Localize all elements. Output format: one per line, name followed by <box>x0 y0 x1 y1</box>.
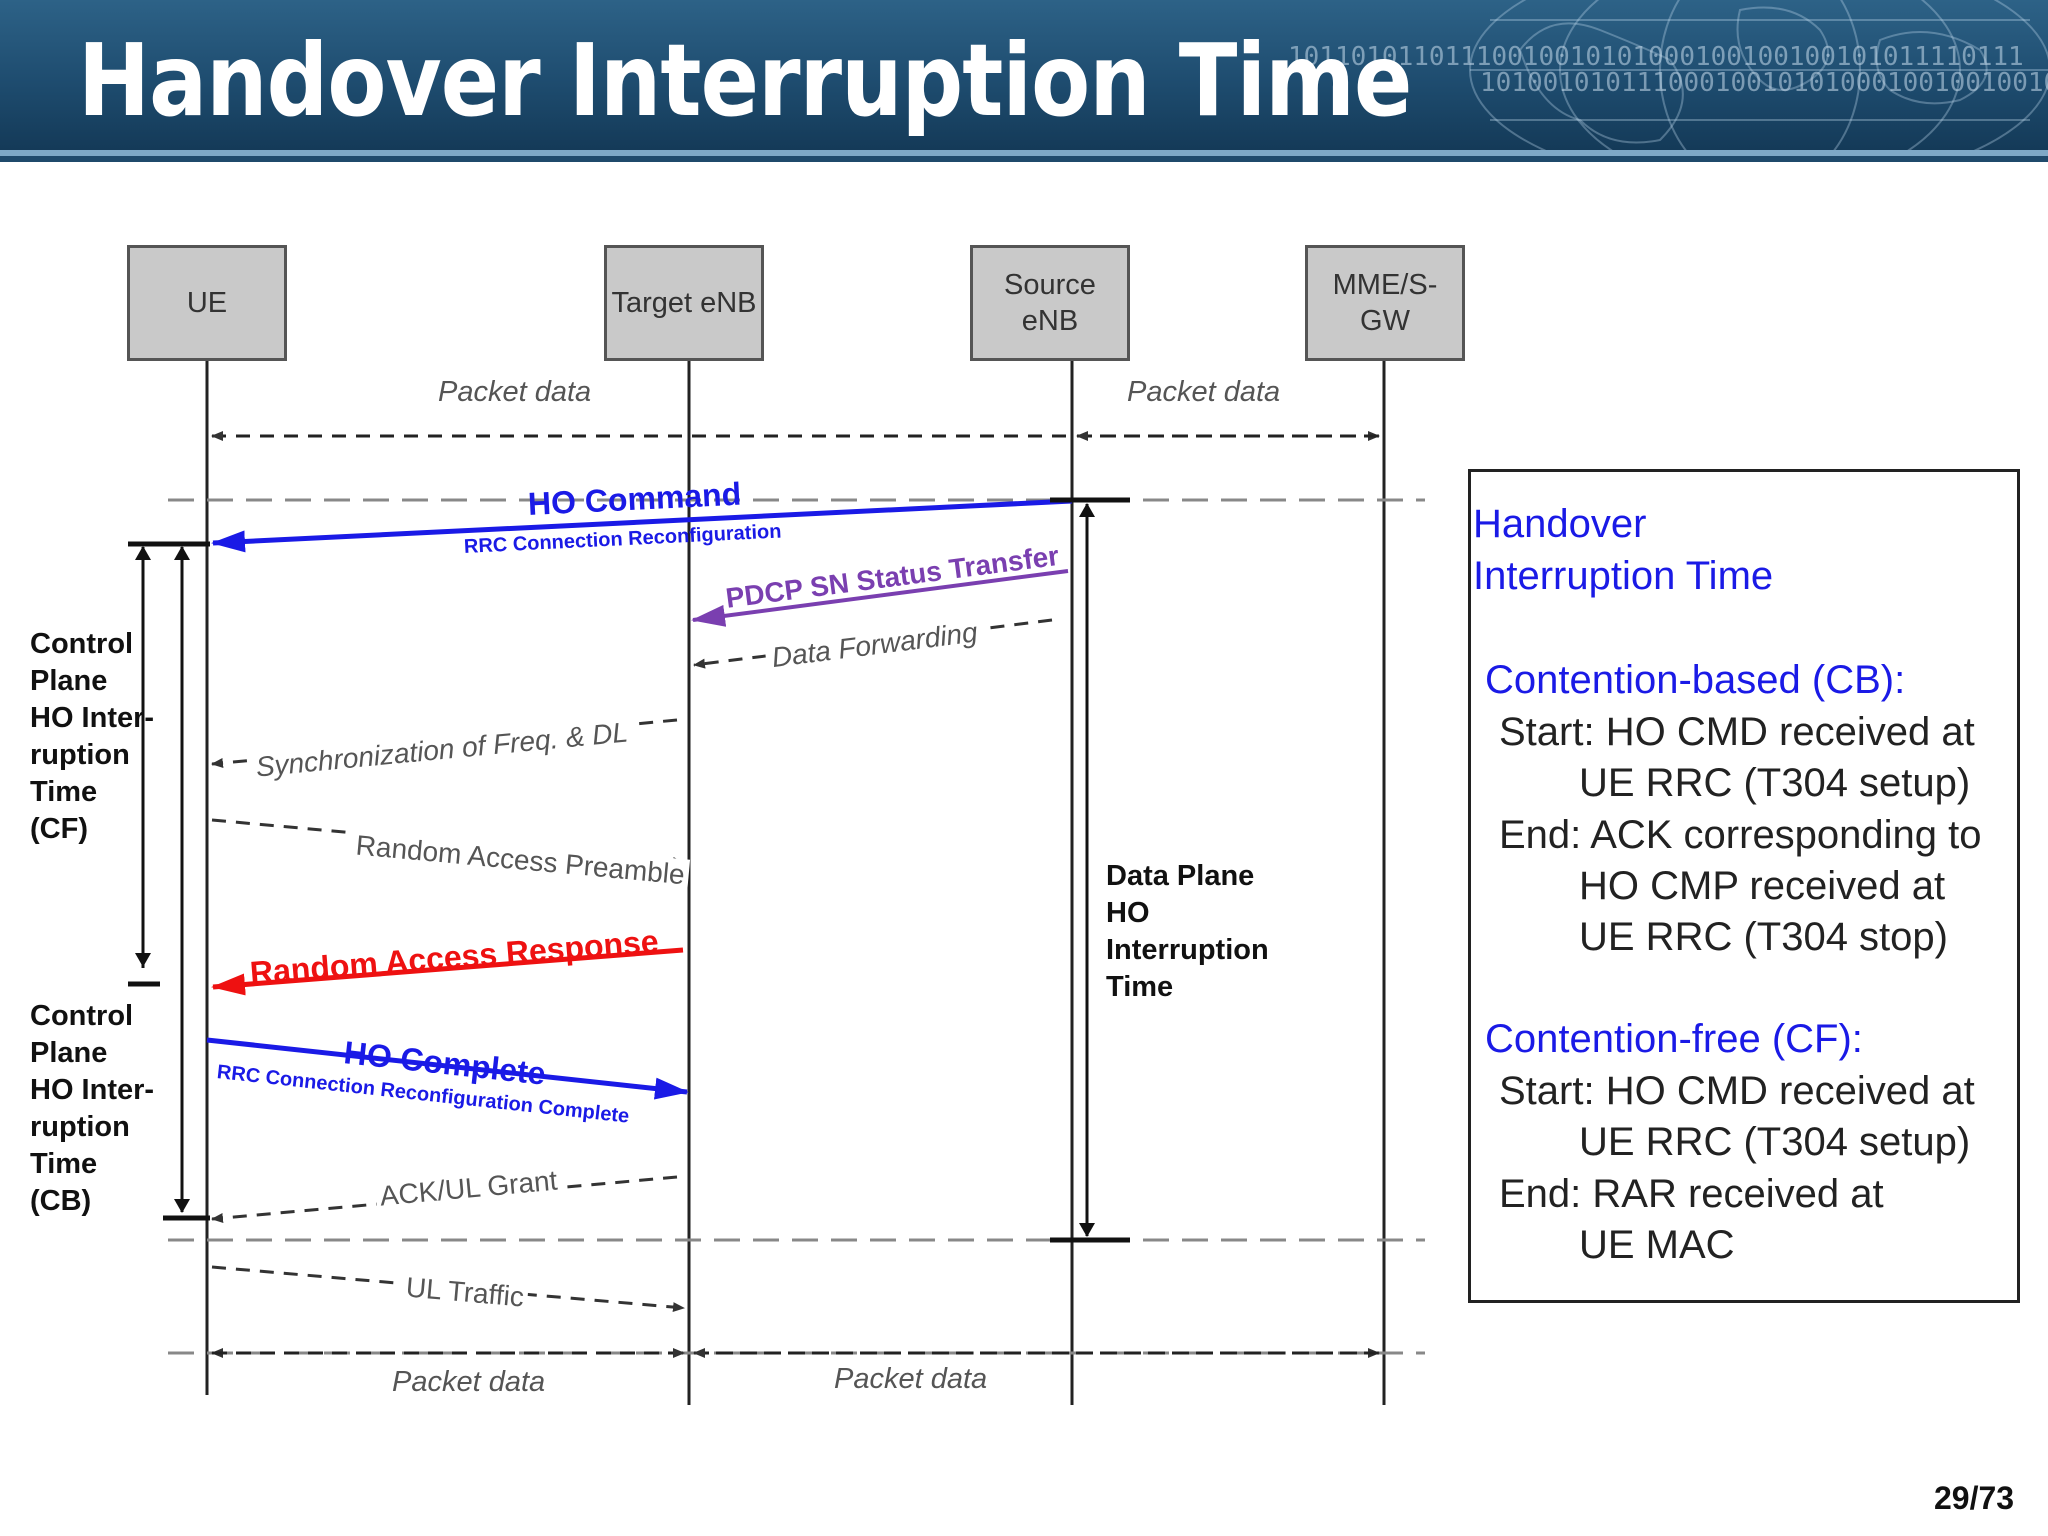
cb-heading: Contention-based (CB): <box>1485 658 1906 702</box>
info-title: Interruption Time <box>1473 554 1774 598</box>
header-divider <box>0 156 2048 162</box>
info-line: HO CMP received at <box>1579 864 1946 908</box>
info-box: Handover Interruption Time Contention-ba… <box>1468 469 2020 1303</box>
info-line: UE RRC (T304 setup) <box>1579 1120 1971 1164</box>
entity-source-enb: Source eNB <box>970 245 1130 361</box>
ul-traffic-arrow <box>211 1265 685 1313</box>
binary-decoration: 1011010110111001001010100010010010010101… <box>1288 42 2024 72</box>
info-line: End: ACK corresponding to <box>1499 813 1982 857</box>
ho-complete-arrow <box>206 1037 689 1100</box>
info-line: Start: HO CMD received at <box>1499 1069 1975 1113</box>
entity-mme-sgw: MME/S- GW <box>1305 245 1465 361</box>
cp-cb-label: Control Plane HO Inter- ruption Time (CB… <box>30 1000 155 1217</box>
entity-label: UE <box>186 287 228 319</box>
slide-header: 1011010110111001001010100010010010010101… <box>0 0 2048 150</box>
ack-grant-arrow <box>211 1175 678 1223</box>
binary-decoration: 101001010111000100101010001001001001010 <box>1480 68 2048 98</box>
page-number: 29/73 <box>1934 1480 2015 1516</box>
entity-label: MME/S- GW <box>1332 269 1438 337</box>
globe-map-decoration <box>1469 0 2048 150</box>
data-plane-label: Data Plane HO Interruption Time <box>1106 860 1269 1003</box>
packet-data-label: Packet data <box>438 376 592 408</box>
entity-label: Source eNB <box>1004 269 1096 337</box>
info-line: UE MAC <box>1579 1223 1735 1267</box>
entity-target-enb: Target eNB <box>604 245 764 361</box>
ho-command-arrow <box>211 498 1073 553</box>
packet-data-label: Packet data <box>1127 376 1281 408</box>
info-line: UE RRC (T304 setup) <box>1579 761 1971 805</box>
info-line: UE RRC (T304 stop) <box>1579 915 1948 959</box>
header-divider <box>0 150 2048 156</box>
info-line: Start: HO CMD received at <box>1499 710 1975 754</box>
info-line: End: RAR received at <box>1499 1172 1884 1216</box>
cp-cf-label: Control Plane HO Inter- ruption Time (CF… <box>30 628 155 845</box>
packet-data-label: Packet data <box>392 1366 546 1398</box>
ra-response-arrow <box>211 947 684 996</box>
pdcp-arrow <box>691 569 1069 627</box>
packet-data-label: Packet data <box>834 1363 988 1395</box>
info-title: Handover <box>1473 502 1647 546</box>
entity-ue: UE <box>127 245 287 361</box>
entity-label: Target eNB <box>611 287 757 319</box>
cf-heading: Contention-free (CF): <box>1485 1017 1863 1061</box>
slide-title: Handover Interruption Time <box>78 22 1412 139</box>
